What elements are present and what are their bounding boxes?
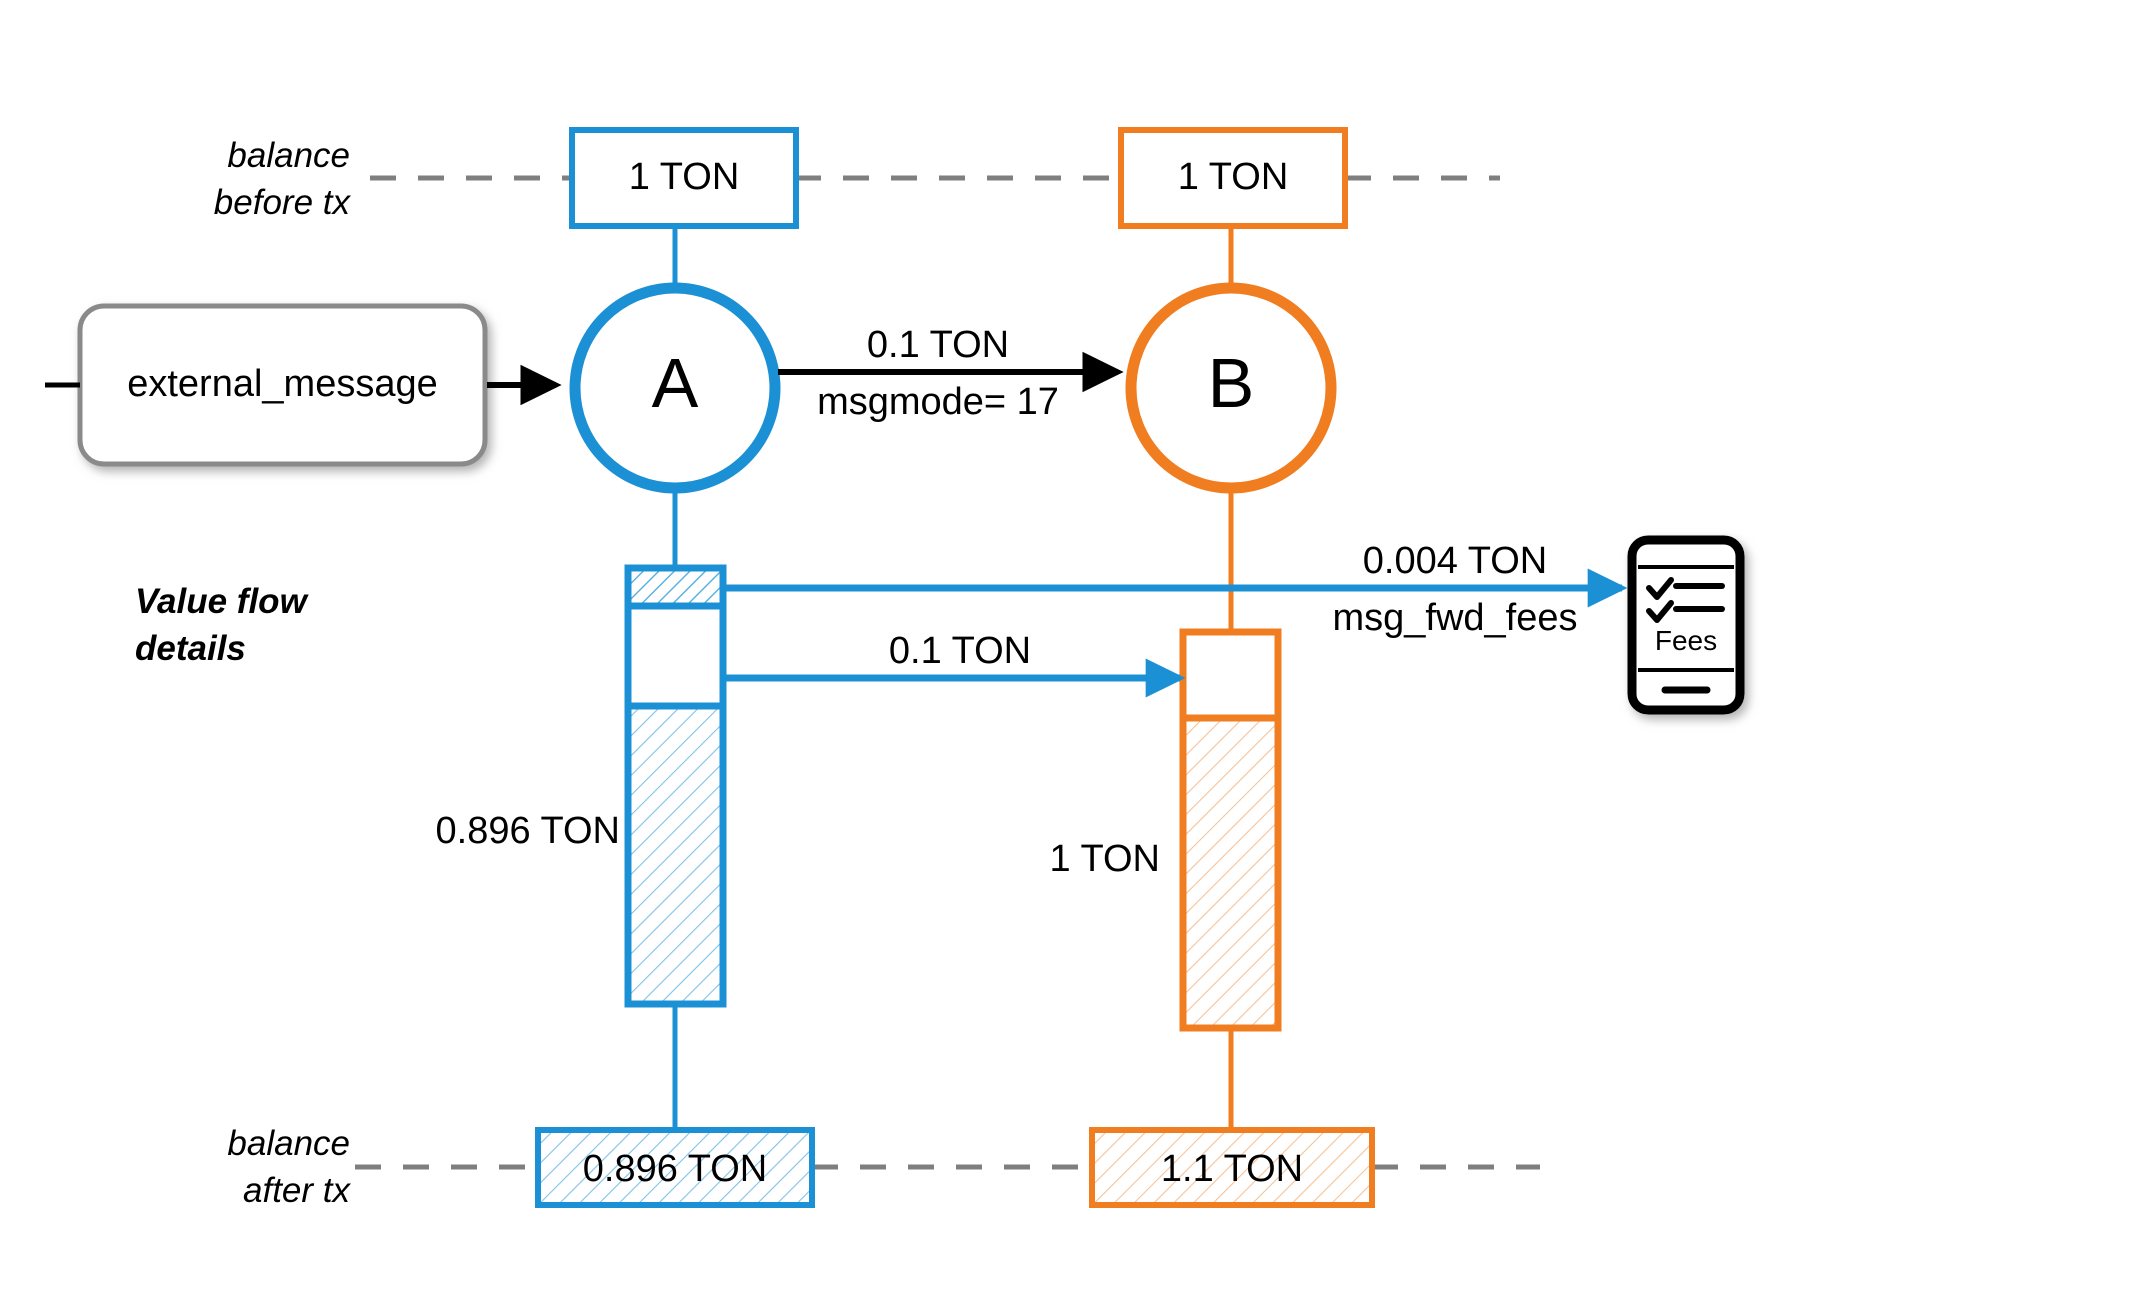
actor-label-a: A bbox=[651, 344, 699, 422]
bar-a-remaining-segment bbox=[624, 702, 727, 1008]
balance-after-value-a: 0.896 TON bbox=[582, 1148, 768, 1190]
balance-before-value-a: 1 TON bbox=[628, 156, 740, 198]
edge-a-to-b-note: msgmode= 17 bbox=[817, 381, 1059, 423]
balance-after-box-a bbox=[535, 1127, 815, 1208]
edge-a-to-b-value: 0.1 TON bbox=[866, 324, 1010, 366]
bar-b-incoming-segment bbox=[1179, 628, 1282, 722]
edge-fees-note: msg_fwd_fees bbox=[1332, 597, 1578, 639]
external-message-label: external_message bbox=[127, 363, 438, 405]
edge-transfer-value: 0.1 TON bbox=[888, 630, 1032, 672]
actor-label-b: B bbox=[1207, 344, 1255, 422]
bar-a-fee-segment bbox=[624, 564, 727, 610]
bar-a-outgoing-segment bbox=[624, 602, 727, 710]
balance-before-box-a bbox=[569, 127, 799, 229]
edge-fees-value: 0.004 TON bbox=[1362, 540, 1548, 582]
balance-before-value-b: 1 TON bbox=[1177, 156, 1289, 198]
balance-before-box-b bbox=[1118, 127, 1348, 229]
balance-after-value-b: 1.1 TON bbox=[1160, 1148, 1304, 1190]
bar-b-remaining-segment bbox=[1179, 714, 1282, 1032]
bar-b-remaining-label: 1 TON bbox=[1049, 838, 1160, 880]
caption-value-flow: Value flow details bbox=[135, 582, 307, 668]
caption-balance-before: balance before tx bbox=[213, 136, 350, 222]
check-icon-1 bbox=[1646, 577, 1674, 600]
balance-after-box-b bbox=[1089, 1127, 1375, 1208]
caption-balance-after: balance after tx bbox=[227, 1124, 350, 1210]
fees-device-label: Fees bbox=[1654, 625, 1718, 656]
fees-device[interactable] bbox=[1627, 535, 1745, 715]
check-icon-2 bbox=[1646, 600, 1674, 623]
bar-a-remaining-label: 0.896 TON bbox=[435, 810, 621, 852]
